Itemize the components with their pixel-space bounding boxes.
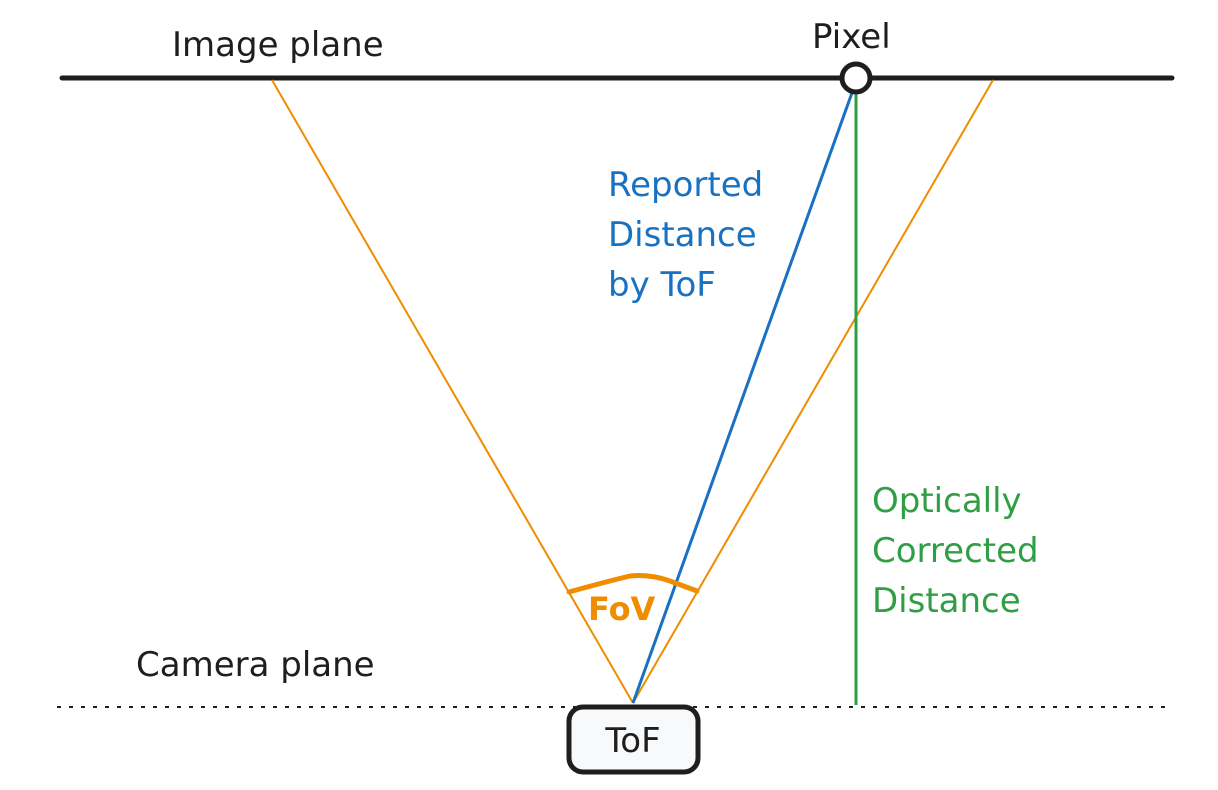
corrected-distance-label-1: Optically <box>872 481 1022 521</box>
tof-sensor-box <box>566 704 701 775</box>
reported-distance-label-1: Reported <box>608 165 763 205</box>
corrected-distance-label-2: Corrected <box>872 531 1039 571</box>
pixel-label: Pixel <box>812 17 891 57</box>
pixel-marker <box>839 61 873 95</box>
image-plane-label: Image plane <box>172 25 384 65</box>
corrected-distance-label-3: Distance <box>872 581 1021 621</box>
fov-left-edge <box>271 79 634 704</box>
tof-label: ToF <box>604 721 660 761</box>
fov-arc <box>566 573 700 595</box>
camera-plane-label: Camera plane <box>136 645 375 685</box>
fov-right-edge <box>632 79 994 704</box>
reported-distance-label-3: by ToF <box>608 265 716 305</box>
fov-label: FoV <box>588 590 656 628</box>
reported-distance-label-2: Distance <box>608 215 757 255</box>
reported-distance-line <box>631 89 855 704</box>
